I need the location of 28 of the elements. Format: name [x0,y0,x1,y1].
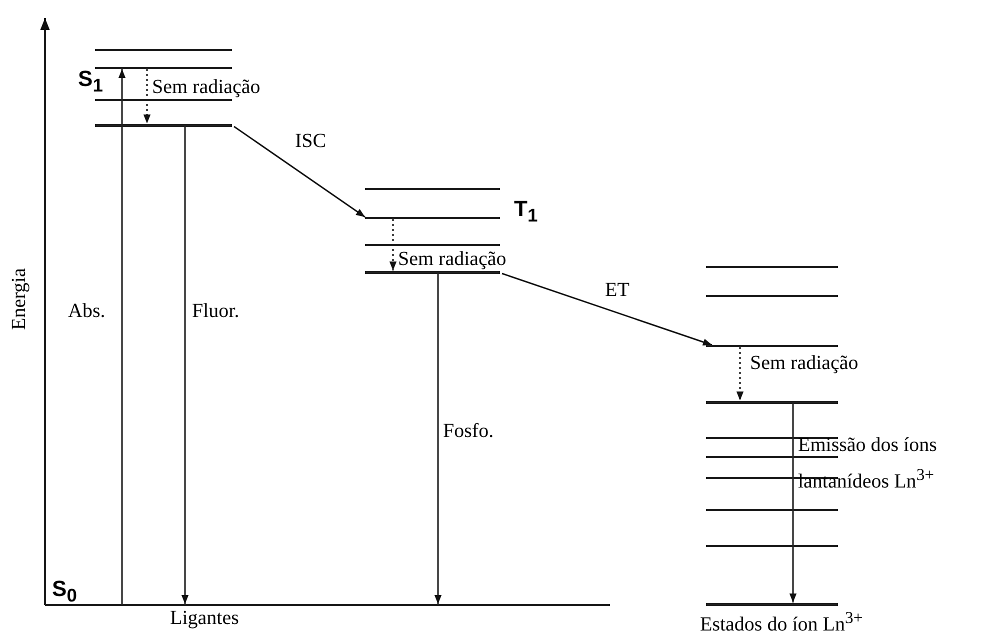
arrow [118,69,126,604]
edge-label: Emissão dos íons lantanídeos Ln$^{3+}$ [798,433,938,495]
arrow [181,126,189,604]
state-label: T$_{1}$ [514,198,538,226]
dotted-arrow [389,219,397,270]
edge-label: ET [605,279,630,301]
energy-level [365,270,500,274]
edge-label: Fluor. [192,300,240,322]
dotted-arrow [143,69,151,124]
energy-level [706,602,838,606]
arrow [789,404,797,602]
state-label: S$_{1}$ [78,68,103,96]
axis-label: Ligantes [170,607,239,629]
arrow [502,272,712,346]
arrow [234,126,366,218]
axis-label: Estados do íon Ln$^{3+}$ [700,607,863,634]
edge-label: Abs. [68,300,106,322]
energy-level [706,400,838,404]
edge-label: Fosfo. [443,420,494,442]
arrow [434,274,442,604]
energy-level [95,124,232,126]
state-label: S$_{0}$ [52,578,77,606]
edge-label: ISC [295,130,326,152]
edge-label: Sem radiação [750,352,858,374]
energy-axis-label: Energia [8,268,30,330]
edge-label: Sem radiação [152,76,260,98]
dotted-arrow [736,347,744,400]
edge-label: Sem radiação [398,248,506,270]
